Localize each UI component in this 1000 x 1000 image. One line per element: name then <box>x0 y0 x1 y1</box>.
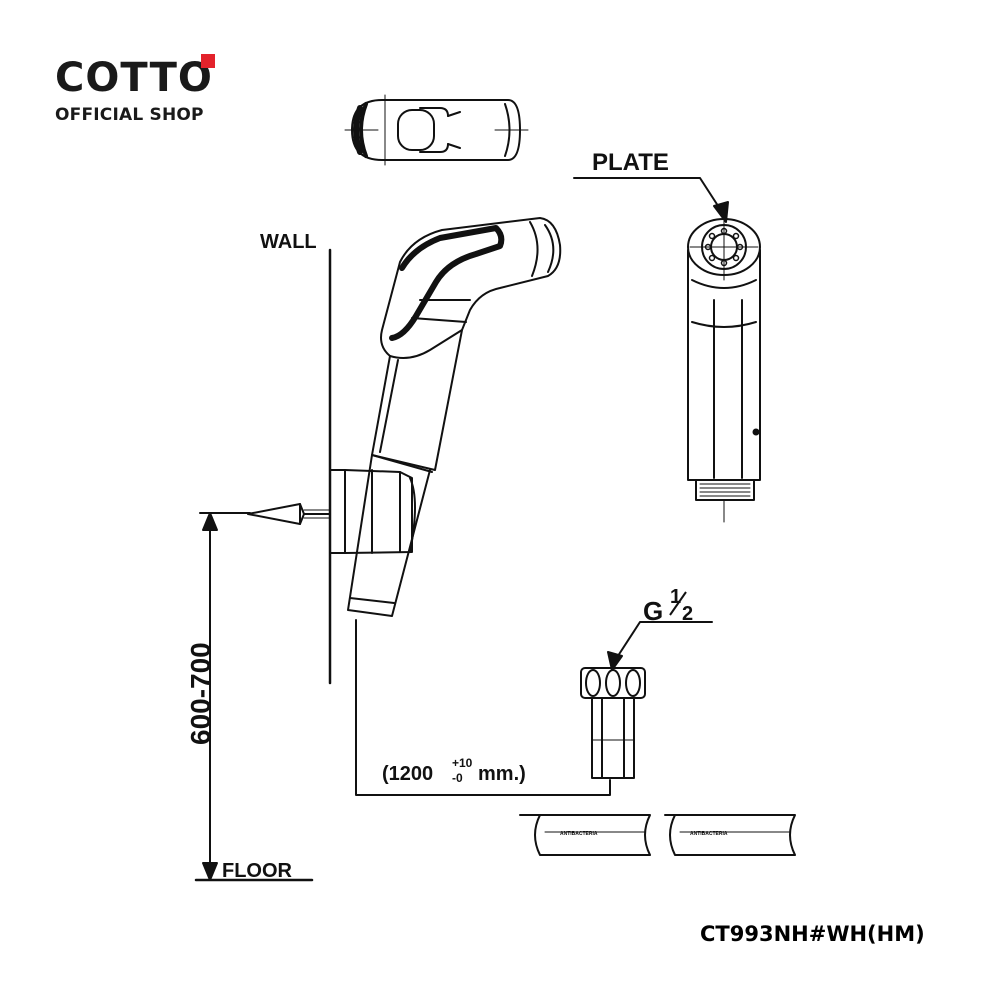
hose-print-left: ANTIBACTERIA <box>560 831 598 837</box>
spray-head-top-view <box>344 94 529 166</box>
thread-den-label: 2 <box>682 603 693 625</box>
hose-print-right: ANTIBACTERIA <box>690 831 728 837</box>
model-code: CT993NH#WH(HM) <box>700 922 925 946</box>
spray-head-front-view <box>573 177 761 523</box>
spray-gun-side-view <box>247 217 562 617</box>
thread-g-label: G <box>643 596 663 626</box>
height-range-label: 600-700 <box>185 642 216 745</box>
hose-length-label: (1200 <box>382 763 433 785</box>
height-dimension <box>194 512 314 882</box>
hose-nut-fitting <box>580 621 713 779</box>
brand-logo-red-square <box>201 54 215 68</box>
hose-tol-plus: +10 <box>452 756 473 770</box>
brand-logo-text: COTTO <box>55 55 213 101</box>
hose-leader-line <box>355 619 611 796</box>
wall-label: WALL <box>260 231 317 253</box>
hose-unit-label: mm.) <box>478 763 526 785</box>
plate-label: PLATE <box>592 149 669 176</box>
hose-tol-minus: -0 <box>452 771 463 785</box>
brand-tagline: OFFICIAL SHOP <box>55 105 204 125</box>
hose-with-break <box>519 814 796 856</box>
thread-num-label: 1 <box>670 586 681 608</box>
thread-fraction-bar <box>669 591 687 616</box>
floor-label: FLOOR <box>222 860 293 882</box>
